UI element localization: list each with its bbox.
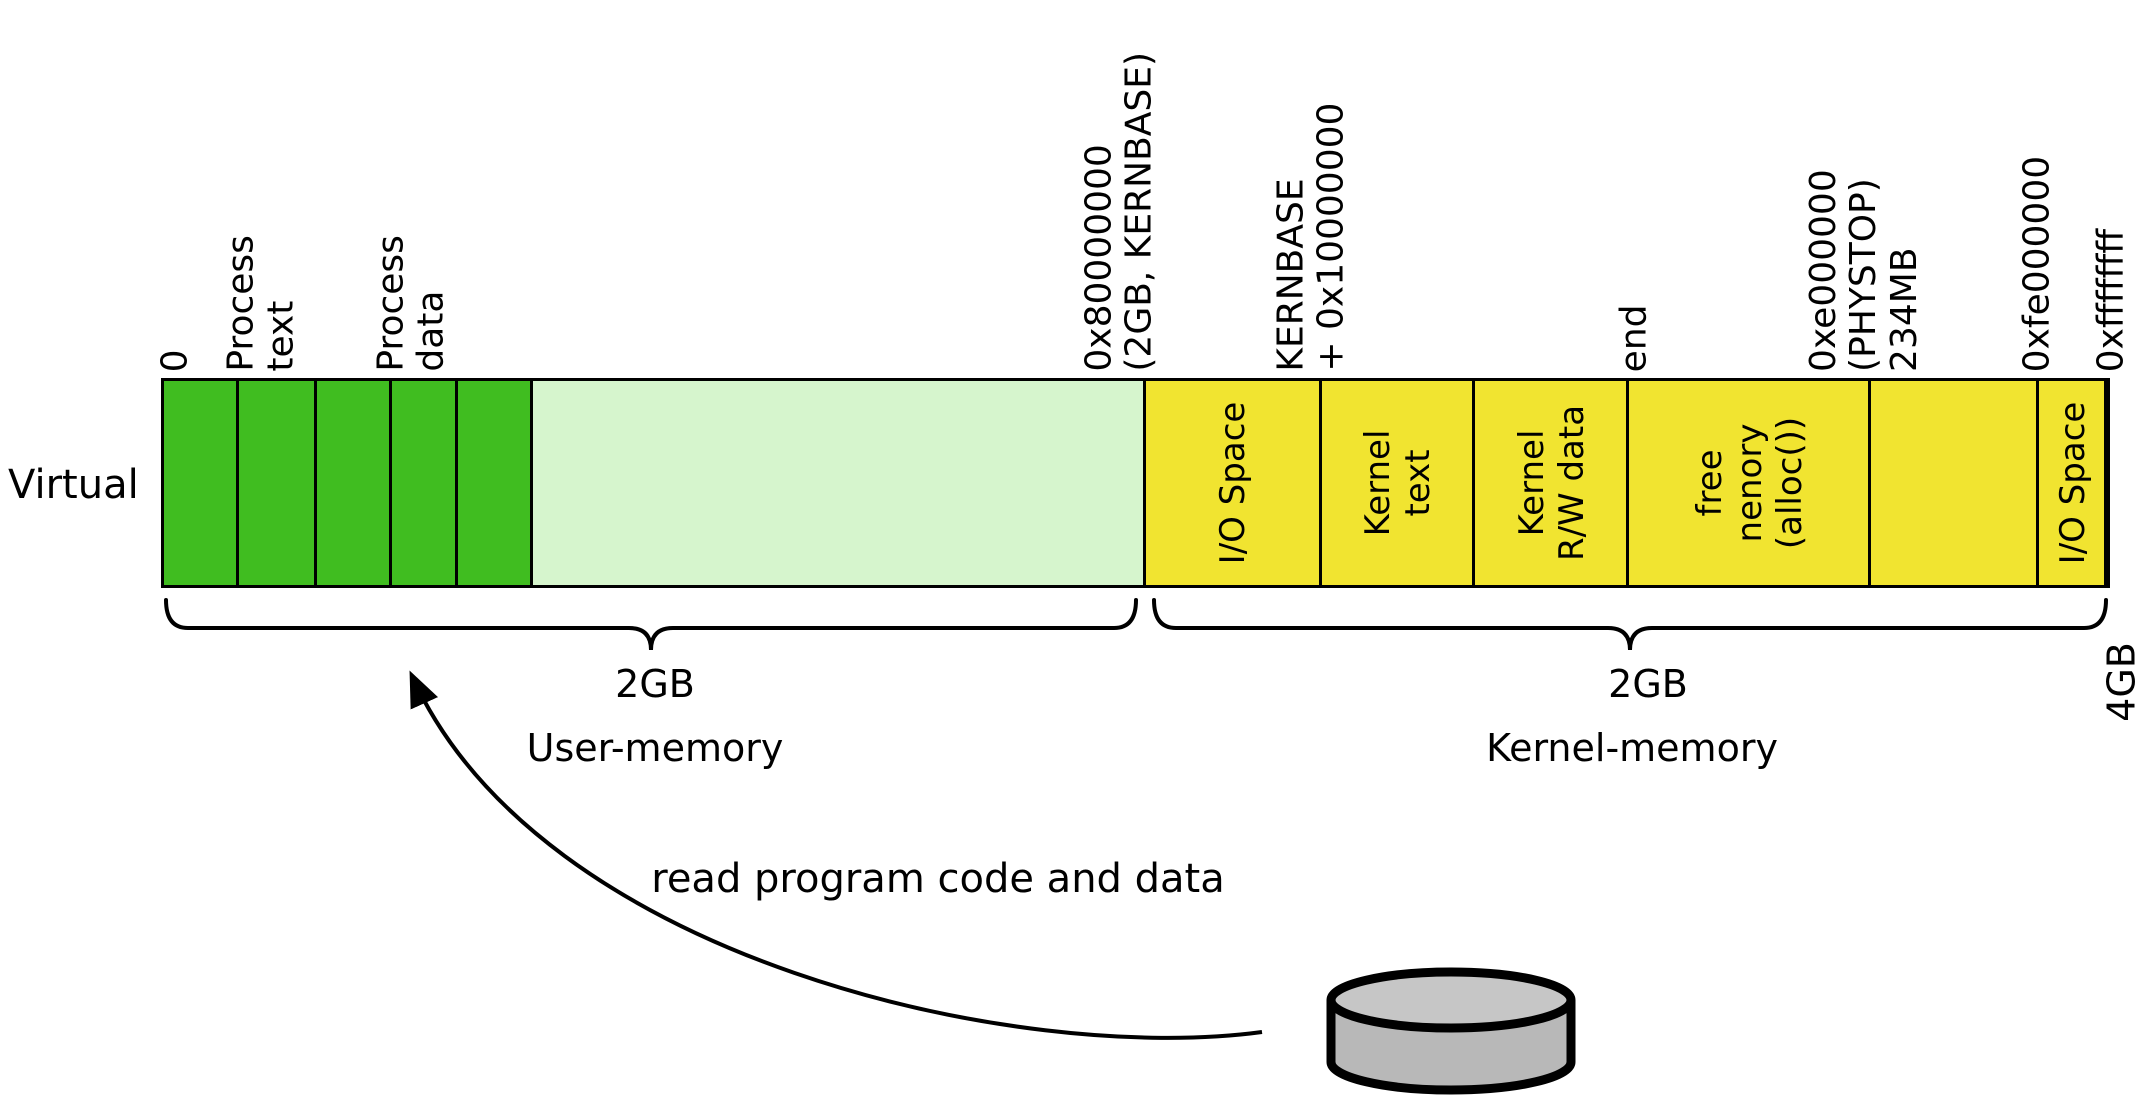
kernel-rw-data-label: Kernel R/W data <box>1511 404 1592 562</box>
unlabeled-segment <box>1871 381 2039 585</box>
total-size-label: 4GB <box>2099 642 2137 722</box>
addr-label-end-text: end <box>1613 304 1655 372</box>
addr-label-phystop-text: 0xe000000 (PHYSTOP) 234MB <box>1803 169 1925 372</box>
addr-label-0-text: 0 <box>154 349 196 372</box>
kernel-size-label: 2GB <box>1608 662 1688 706</box>
addr-label-kernbase-offset-text: KERNBASE + 0x10000000 <box>1270 102 1352 372</box>
addr-label-0xffffffff-text: 0xffffffff <box>2090 228 2132 372</box>
addr-label-0xfe000000-text: 0xfe000000 <box>2016 155 2058 372</box>
virtual-axis-label: Virtual <box>8 462 139 508</box>
disk-icon <box>1326 967 1576 1095</box>
kernel-memory-brace <box>1152 598 2108 651</box>
virtual-memory-bar <box>161 378 2110 588</box>
kernel-rw-data-segment <box>1475 381 1629 585</box>
process-segment-5 <box>458 381 533 585</box>
kernel-text-segment <box>1322 381 1475 585</box>
free-memory-segment <box>1629 381 1871 585</box>
io-space-label: I/O Space <box>1212 401 1253 565</box>
process-segment-3 <box>317 381 392 585</box>
free-memory-label: free nenory (alloc()) <box>1689 416 1811 550</box>
read-arrow-label: read program code and data <box>651 856 1225 902</box>
process-segment-2 <box>239 381 317 585</box>
kernel-memory-label: Kernel-memory <box>1486 726 1778 770</box>
io-space-2-label: I/O Space <box>2052 401 2093 565</box>
user-memory-brace <box>164 598 1138 651</box>
addr-label-kernbase-text: 0x80000000 (2GB, KERNBASE) <box>1078 52 1160 372</box>
user-memory-label: User-memory <box>526 726 784 770</box>
process-segment-4 <box>392 381 458 585</box>
user-size-label: 2GB <box>615 662 695 706</box>
kernel-text-label: Kernel text <box>1357 429 1438 537</box>
addr-label-process-text-text: Process text <box>220 235 302 372</box>
io-space-2-segment <box>2039 381 2107 585</box>
io-space-segment <box>1143 381 1322 585</box>
process-segment-1 <box>164 381 239 585</box>
addr-label-process-data-text: Process data <box>370 235 452 372</box>
